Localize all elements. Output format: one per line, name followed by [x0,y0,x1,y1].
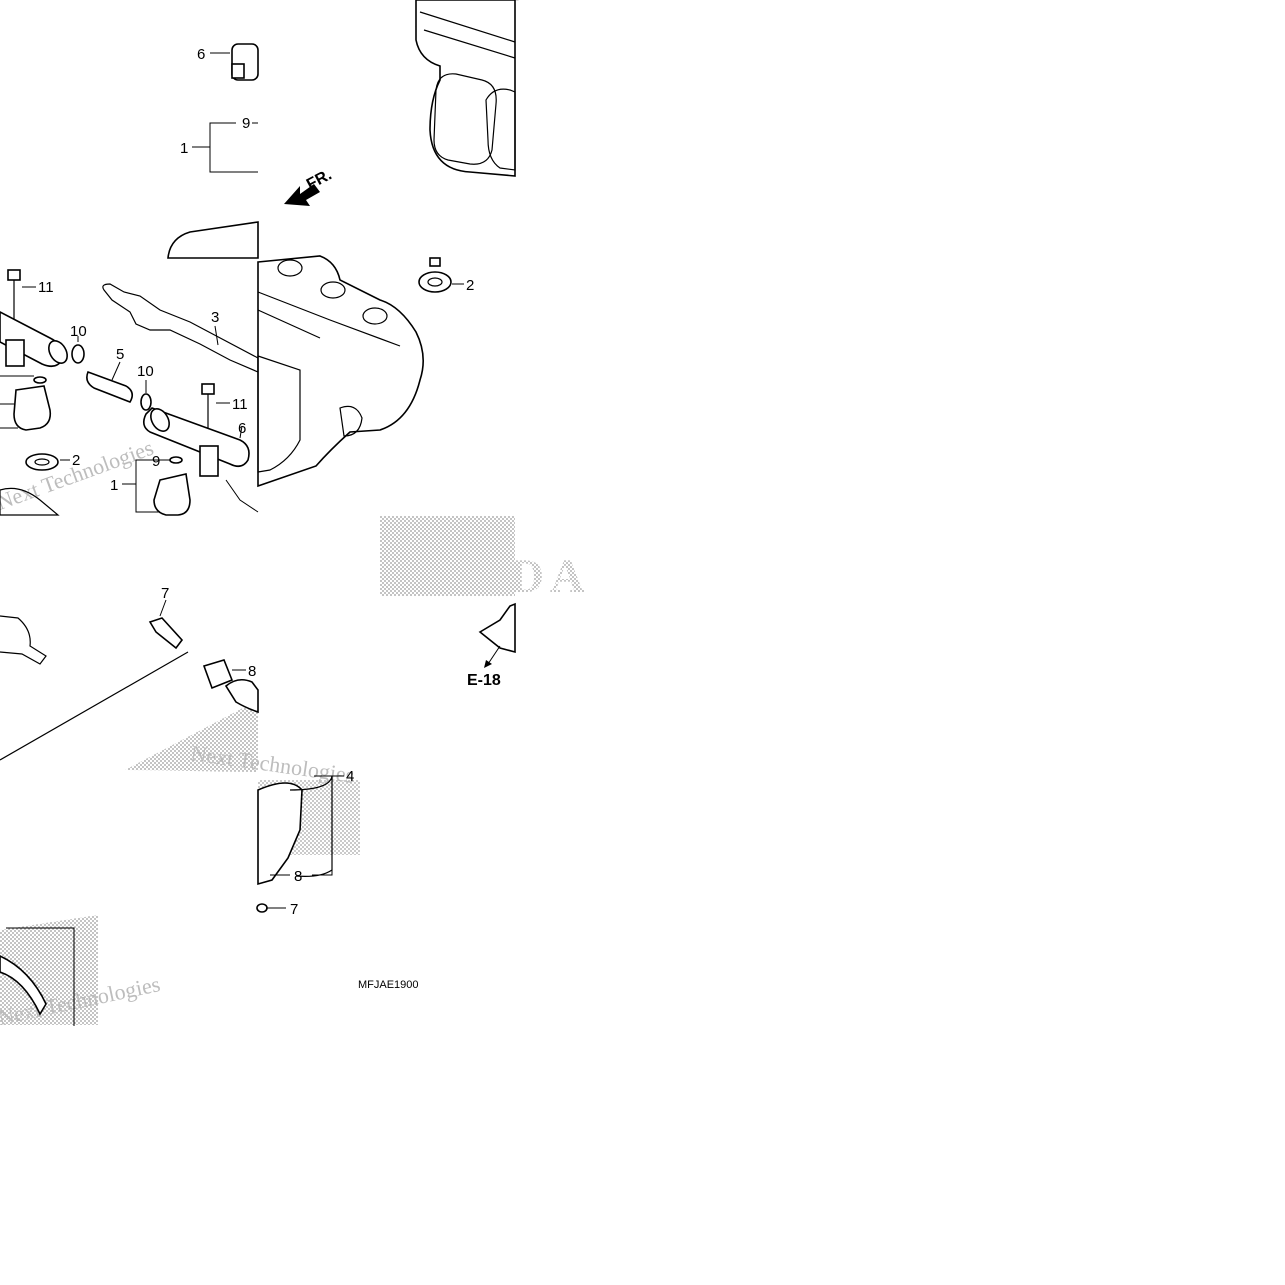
callout-3: 3 [211,309,219,326]
callout-6-top: 6 [197,46,205,63]
callout-8-bottom: 8 [294,868,302,885]
callout-9-mid: 9 [152,453,160,470]
callout-6-mid: 6 [238,420,246,437]
tile-bottom-left [0,927,75,1026]
fuel-rail-lower [142,407,250,468]
grommet-left [25,453,59,471]
callout-9-top: 9 [242,115,250,132]
callout-8-top: 8 [248,663,256,680]
callout-1-top: 1 [180,140,188,157]
callout-2-right: 2 [466,277,474,294]
callout-4: 4 [346,768,354,785]
callout-10-a: 10 [70,323,87,340]
tile-lower-right: E-18 [467,602,516,689]
ref-label: E-18 [467,672,501,689]
callout-10-b: 10 [137,363,154,380]
tile-lower-left [0,599,259,761]
watermark-brand: HONDA [382,550,591,603]
callout-11-a: 11 [38,279,54,296]
tile-bottom-middle: MFJAE1900 [256,775,419,991]
front-arrow [284,184,320,206]
grommet-right [418,271,452,293]
watermark-dots-right [380,516,515,596]
callouts: 6 9 1 11 10 5 10 3 11 6 2 9 1 2 7 8 4 8 … [38,46,474,918]
tile-top-right: FR. [284,0,516,206]
sensor-top [148,617,184,650]
watermark-text-left: Next Technologies [0,435,157,515]
cylinder-head [257,255,424,488]
callout-7-bottom: 7 [290,901,298,918]
callout-11-b: 11 [232,396,248,413]
sensor-harness [257,782,303,886]
intake-manifold [415,0,516,177]
tile-middle-right [257,255,464,488]
tile-top-left [167,43,259,259]
tile-middle-left [0,269,259,516]
callout-5: 5 [116,346,124,363]
connector-top [202,659,234,690]
injector-lower [153,473,191,516]
callout-1-mid: 1 [110,477,118,494]
callout-2-left: 2 [72,452,80,469]
gasket [102,283,259,373]
harness-wire [0,651,189,761]
callout-7-top: 7 [161,585,169,602]
watermark-dots-mid [125,700,258,772]
injector-left [13,385,52,431]
diagram-code: MFJAE1900 [358,979,419,991]
joint-pipe [86,370,134,403]
